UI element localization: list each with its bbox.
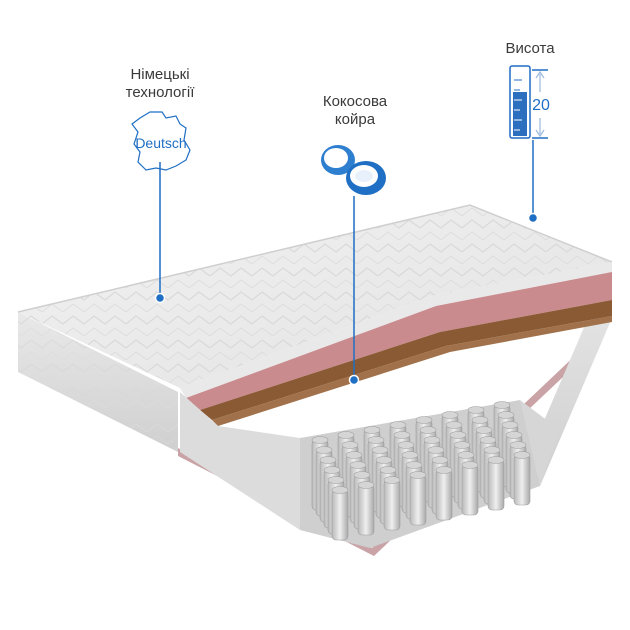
spring-pocket xyxy=(461,461,479,516)
spring-pocket xyxy=(435,466,453,521)
coir-layer xyxy=(200,300,612,420)
spring-pocket xyxy=(513,451,531,506)
germany-map-icon: Deutsch xyxy=(131,111,191,171)
top-foam-layer xyxy=(180,262,612,398)
coconut-coir-line1: Кокосова xyxy=(322,93,388,110)
german-callout-dot xyxy=(154,292,166,304)
spring-pocket xyxy=(409,471,427,526)
coconut-coir-label: Кокосова койра xyxy=(290,93,420,129)
coir-callout-dot xyxy=(348,374,360,386)
height-callout-dot xyxy=(527,212,539,224)
height-value: 20 xyxy=(532,97,550,114)
german-technology-line2: технології xyxy=(125,84,195,101)
foam-frame xyxy=(180,392,300,530)
spring-pocket xyxy=(357,481,375,536)
deutsch-badge: Deutsch xyxy=(135,135,186,151)
german-technology-label: Німецькі технології xyxy=(95,66,225,102)
height-ruler-icon: 20 xyxy=(509,65,550,139)
coconut-icon xyxy=(321,145,386,195)
spring-pocket xyxy=(331,486,349,541)
coconut-coir-line2: койра xyxy=(334,111,376,128)
spring-pocket xyxy=(383,476,401,531)
german-technology-line1: Німецькі xyxy=(130,66,190,83)
spring-pocket xyxy=(487,456,505,511)
spring-columns xyxy=(311,401,531,541)
height-label-text: Висота xyxy=(505,40,555,57)
pink-foam-layer xyxy=(186,272,612,410)
height-label: Висота xyxy=(470,40,590,58)
